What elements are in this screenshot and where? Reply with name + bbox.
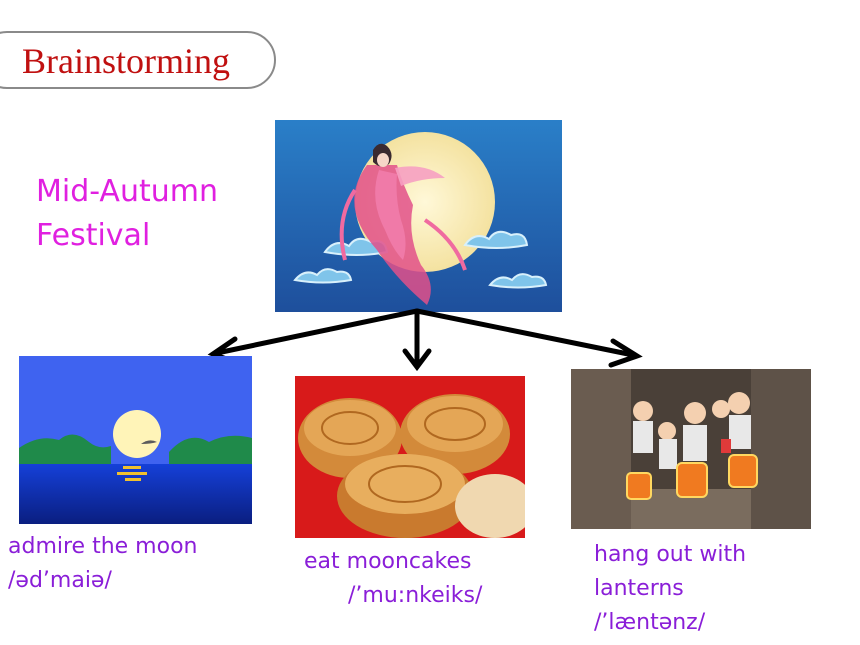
- label-admire-moon: admire the moon /əd’maiə/: [8, 530, 197, 598]
- label-eat-mooncakes: eat mooncakes /’mu:nkeiks/: [304, 545, 482, 613]
- change-moon-goddess-image: [275, 120, 562, 312]
- arrows: [207, 308, 643, 372]
- arrow-icon: [207, 308, 643, 372]
- activity-phonetic: /’mu:nkeiks/: [348, 583, 483, 608]
- activity-phonetic: /əd’maiə/: [8, 568, 112, 593]
- topic-line-1: Mid-Autumn: [36, 174, 218, 209]
- moon-over-sea-image: [19, 356, 252, 524]
- activity-text: eat mooncakes: [304, 549, 472, 574]
- activity-phonetic: /’læntənz/: [594, 610, 706, 635]
- topic-line-2: Festival: [36, 218, 151, 253]
- mooncakes-image: [295, 376, 525, 538]
- activity-text: hang out with: [594, 542, 747, 567]
- title-pill: [0, 31, 276, 89]
- activity-text-line2: lanterns: [594, 576, 684, 601]
- activity-text: admire the moon: [8, 534, 198, 559]
- slide-title: Brainstorming: [22, 41, 230, 81]
- topic-label: Mid-Autumn Festival: [36, 170, 218, 258]
- children-lanterns-image: [571, 369, 811, 529]
- label-hang-out-lanterns: hang out with lanterns /’læntənz/: [594, 538, 746, 640]
